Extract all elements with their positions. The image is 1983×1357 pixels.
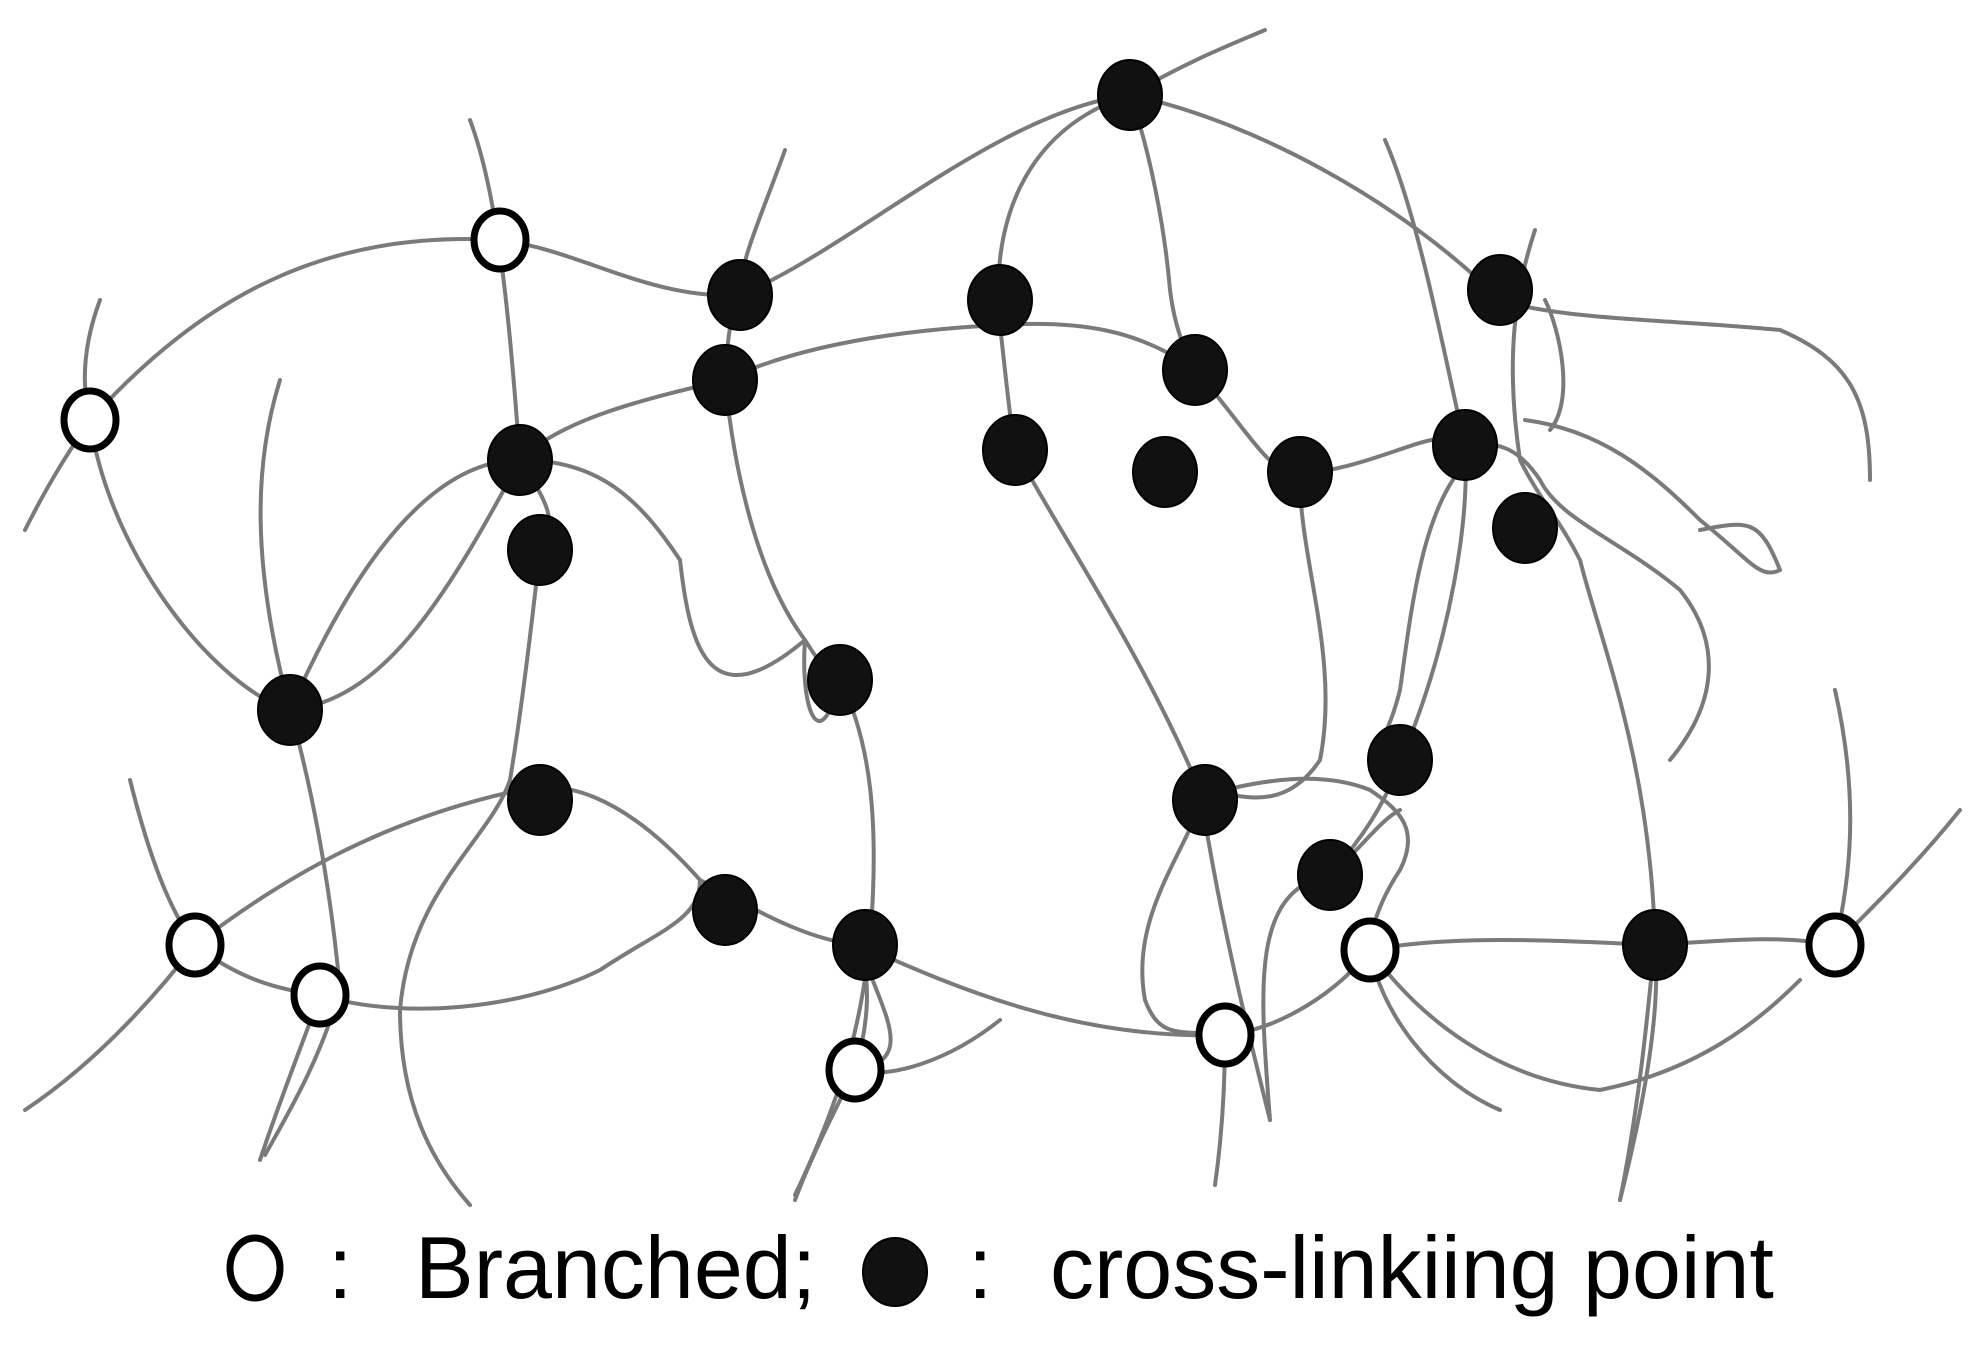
chain bbox=[1328, 138, 1468, 877]
cross-linking-point bbox=[692, 344, 758, 416]
branched-point bbox=[290, 962, 350, 1028]
legend-branched-colon: : bbox=[328, 1218, 352, 1317]
chain bbox=[398, 118, 552, 1207]
cross-linking-point bbox=[507, 764, 573, 836]
chain bbox=[1368, 948, 1802, 1092]
chain bbox=[88, 28, 1267, 422]
chain bbox=[258, 378, 342, 1157]
polymer-chains bbox=[23, 28, 1962, 1207]
legend: : Branched; : cross-linkiing point bbox=[226, 1218, 1774, 1317]
chain bbox=[858, 943, 1372, 1038]
chain bbox=[1198, 478, 1328, 800]
chain bbox=[23, 784, 862, 1112]
cross-linking-point bbox=[982, 414, 1048, 486]
branched-point bbox=[165, 912, 225, 978]
cross-linking-point bbox=[487, 424, 553, 496]
cross-linking-point bbox=[967, 264, 1033, 336]
cross-linking-point bbox=[807, 644, 873, 716]
cross-linking-point bbox=[1162, 334, 1228, 406]
cross-linking-point bbox=[1432, 409, 1498, 481]
chain bbox=[1140, 793, 1227, 1037]
cross-linking-point bbox=[1467, 254, 1533, 326]
legend-branched-label: Branched; bbox=[415, 1218, 816, 1317]
chain bbox=[1698, 522, 1782, 572]
chain bbox=[1543, 298, 1566, 432]
chain bbox=[1128, 93, 1872, 482]
cross-linking-point bbox=[692, 874, 758, 946]
cross-linking-point bbox=[1297, 839, 1363, 911]
cross-linking-point bbox=[1097, 59, 1163, 131]
chain bbox=[1463, 441, 1711, 762]
branched-point bbox=[1340, 917, 1400, 983]
cross-linking-point bbox=[507, 514, 573, 586]
legend-branched-icon bbox=[226, 1234, 284, 1302]
branched-point bbox=[825, 1037, 885, 1103]
legend-crosslink-icon bbox=[862, 1237, 928, 1307]
chain bbox=[1510, 228, 1657, 1202]
cross-linking-point bbox=[257, 674, 323, 746]
legend-crosslink-colon: : bbox=[968, 1218, 992, 1317]
branched-point bbox=[1805, 912, 1865, 978]
chain bbox=[82, 298, 1467, 712]
branched-point bbox=[60, 387, 120, 453]
cross-linking-point bbox=[1367, 724, 1433, 796]
cross-linking-point bbox=[1267, 436, 1333, 508]
chain bbox=[996, 93, 1272, 1122]
cross-linking-points bbox=[257, 59, 1688, 981]
legend-crosslink-label: cross-linkiing point bbox=[1050, 1218, 1774, 1317]
branched-point bbox=[1195, 1002, 1255, 1068]
branched-point bbox=[470, 207, 530, 273]
chain bbox=[1128, 93, 1197, 372]
cross-linking-point bbox=[1132, 436, 1198, 508]
chain bbox=[1203, 776, 1411, 952]
cross-linking-point bbox=[707, 259, 773, 331]
chain bbox=[1833, 688, 1853, 947]
chain bbox=[1368, 808, 1962, 952]
chain bbox=[193, 878, 702, 1011]
chain bbox=[1261, 808, 1402, 1122]
chain bbox=[288, 458, 842, 723]
branched-points bbox=[60, 207, 1865, 1103]
cross-linking-point bbox=[1492, 492, 1558, 564]
chain bbox=[1523, 418, 1782, 575]
cross-linking-point bbox=[1172, 764, 1238, 836]
cross-linking-point bbox=[832, 909, 898, 981]
cross-linking-point bbox=[1622, 909, 1688, 981]
